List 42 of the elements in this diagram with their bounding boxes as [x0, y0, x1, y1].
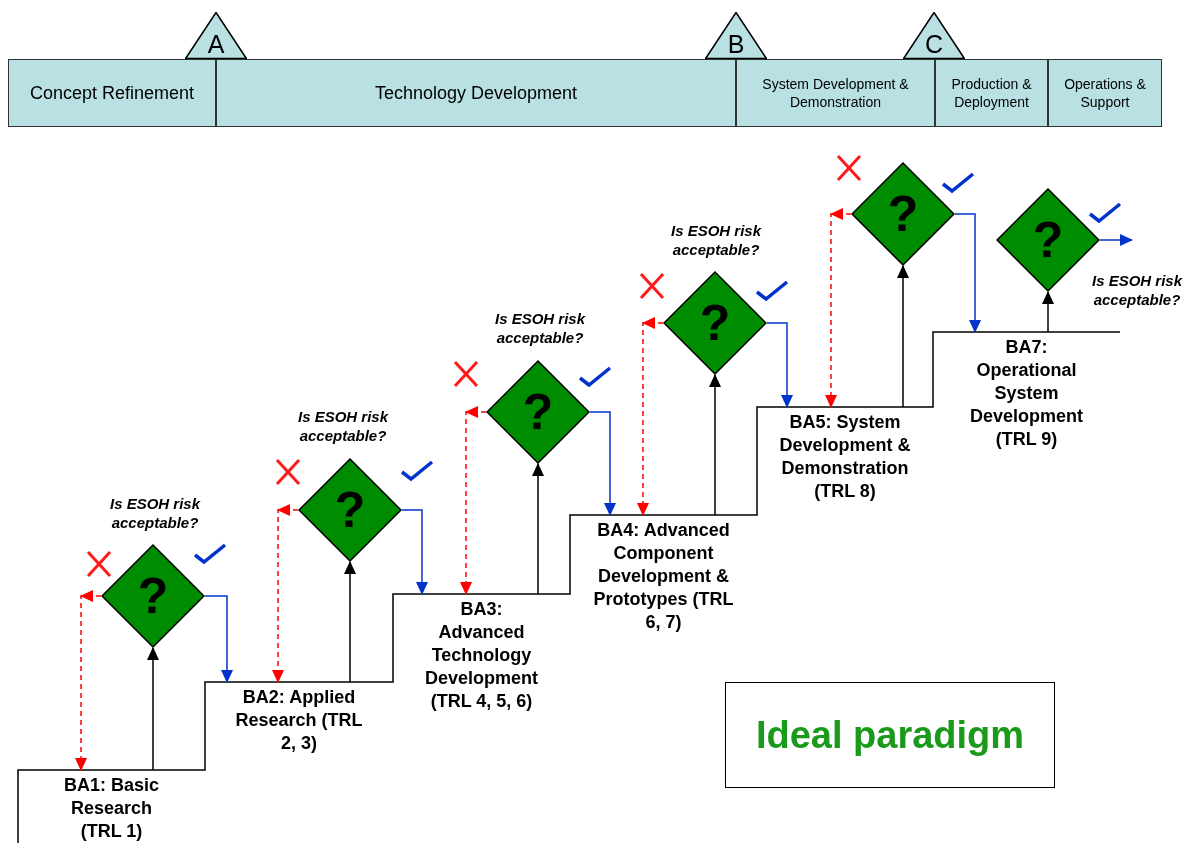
title-box: Ideal paradigm: [725, 682, 1055, 788]
phase-bar-segment: System Development & Demonstration: [736, 59, 935, 127]
arrow: [532, 463, 544, 595]
question-text: Is ESOH risk acceptable?: [1090, 271, 1184, 309]
decision-diamond: ?: [486, 360, 590, 464]
arrow: [1099, 234, 1133, 246]
milestone-triangle: A: [185, 12, 247, 59]
step-label: BA5: System Development & Demonstration (TRL 8): [757, 407, 933, 511]
arrow: [766, 322, 793, 408]
decision-diamond: ?: [851, 162, 955, 266]
step-label: BA1: Basic Research (TRL 1): [18, 770, 205, 843]
step-label: BA4: Advanced Component Development & Prototypes (TRL 6, 7): [570, 515, 757, 643]
arrow: [344, 561, 356, 683]
question-text: Is ESOH risk acceptable?: [493, 309, 587, 347]
arrow: [204, 595, 233, 683]
arrow: [147, 647, 159, 771]
arrow: [589, 411, 616, 516]
arrow: [1042, 291, 1054, 333]
question-text: Is ESOH risk acceptable?: [669, 221, 763, 259]
arrow: [272, 504, 299, 683]
arrow: [897, 265, 909, 408]
arrow: [401, 509, 428, 595]
decision-diamond: ?: [663, 271, 767, 375]
step-label: BA3: Advanced Technology Development (TRL 4, 5, 6): [393, 594, 570, 718]
arrow: [954, 213, 981, 333]
arrow: [709, 374, 721, 516]
phase-bar-segment: Technology Development: [216, 59, 736, 127]
phase-bar-segment: Operations & Support: [1048, 59, 1162, 127]
phase-bar-segment: Production & Deployment: [935, 59, 1048, 127]
step-label: BA7: Operational System Development (TRL 9): [933, 332, 1120, 460]
decision-diamond: ?: [298, 458, 402, 562]
step-label: BA2: Applied Research (TRL 2, 3): [205, 682, 393, 762]
arrow: [825, 208, 852, 408]
milestone-triangle: C: [903, 12, 965, 59]
phase-bar-segment: Concept Refinement: [8, 59, 216, 127]
question-text: Is ESOH risk acceptable?: [108, 494, 202, 532]
decision-diamond: ?: [101, 544, 205, 648]
question-text: Is ESOH risk acceptable?: [296, 407, 390, 445]
milestone-triangle: B: [705, 12, 767, 59]
arrow: [637, 317, 664, 516]
arrow: [460, 406, 487, 595]
arrow: [75, 590, 102, 771]
